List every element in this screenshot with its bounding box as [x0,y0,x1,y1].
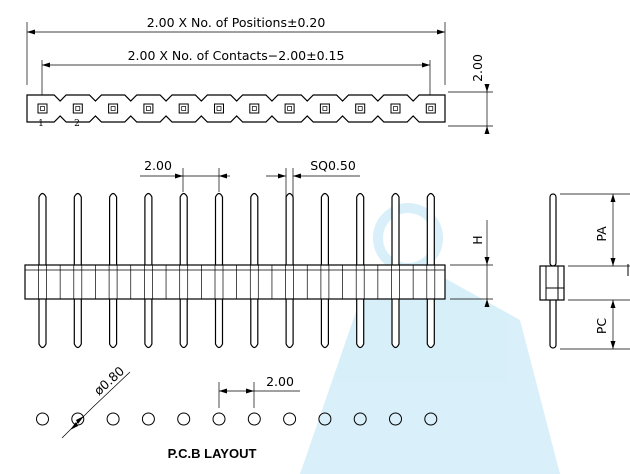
pa-label: PA [594,226,609,242]
front-pin-lower [38,299,47,349]
top-pin-core [393,106,398,111]
front-view: 2.00 SQ0.50 H [24,158,493,349]
front-pin-upper [109,192,118,265]
top-pin-core [146,106,151,111]
pcb-hole [283,412,297,426]
height-label: H [470,235,485,244]
front-pin-upper [285,192,294,265]
pcb-hole [36,412,49,426]
top-pin-core [357,106,363,111]
pc-label: PC [594,318,609,335]
front-pin-upper [73,192,82,265]
top-pin-core [428,106,434,111]
pcb-hole [424,412,438,426]
front-pin-upper [38,192,47,265]
hole-diameter: ø0.80 [91,363,127,398]
pcb-hole [106,412,120,426]
front-pin-upper [356,192,365,265]
top-pin-square [390,103,401,114]
front-pin-upper [214,192,224,265]
contacts-dimension: 2.00 X No. of Contacts−2.00±0.15 [128,48,345,63]
pcb-hole [177,412,191,426]
front-pin-upper [391,192,400,265]
front-pin-upper [320,192,329,265]
side-view: PA PC [539,193,630,350]
front-pin-upper [179,192,188,265]
top-pin-square [37,103,48,114]
top-pin-core [181,106,187,111]
top-view-body [26,94,446,123]
front-pin-lower [73,299,82,349]
front-pin-lower [391,299,400,349]
top-pin-square [108,103,119,114]
top-pin-core [322,106,328,111]
top-pin-core [40,106,45,111]
top-pin-square [178,103,189,114]
top-pin-core [75,106,81,111]
top-pin-core [251,106,257,111]
front-pin-lower [356,299,365,349]
top-pin-core [110,106,116,111]
pcb-hole [353,412,367,426]
front-pin-lower [109,299,118,349]
pcb-hole [389,412,402,426]
top-pin-square [214,103,224,114]
front-pin-lower [285,299,294,349]
front-pin-lower [426,299,435,349]
front-pin-lower [320,299,329,349]
top-pin-square [249,103,260,114]
front-pin-lower [214,299,224,349]
pcb-pitch-dimension: 2.00 [266,374,294,389]
top-pin-core [287,106,292,111]
front-pin-lower [179,299,188,349]
square-pin-dimension: SQ0.50 [310,158,356,173]
top-pin-square [355,103,366,114]
front-pin-upper [426,192,435,265]
pcb-hole [247,412,261,426]
pcb-hole [318,412,332,426]
pcb-hole [212,412,226,426]
front-pin-lower [250,299,259,349]
top-pin-square [319,103,330,114]
top-pin-square [72,103,83,114]
front-pin-upper [250,192,259,265]
pcb-hole [71,412,85,426]
front-pin-lower [144,299,153,349]
top-pin-core [216,106,222,111]
overall-dimension: 2.00 X No. of Positions±0.20 [147,15,326,30]
top-pin-square [425,103,436,114]
pitch-dimension: 2.00 [144,158,172,173]
pcb-layout-title: P.C.B LAYOUT [168,446,257,461]
pcb-hole [141,412,155,426]
front-pin-upper [144,192,153,265]
top-pin-square [143,103,154,114]
pcb-layout: ø0.80 2.00 P.C.B LAYOUT [36,363,438,461]
pin-1-label: 1 [38,119,44,129]
insulator-body [24,264,446,300]
top-view: 2.00 X No. of Positions±0.20 2.00 X No. … [26,15,493,134]
pin-2-label: 2 [74,119,80,129]
height-dimension: 2.00 [470,54,485,82]
top-pin-square [284,103,295,114]
